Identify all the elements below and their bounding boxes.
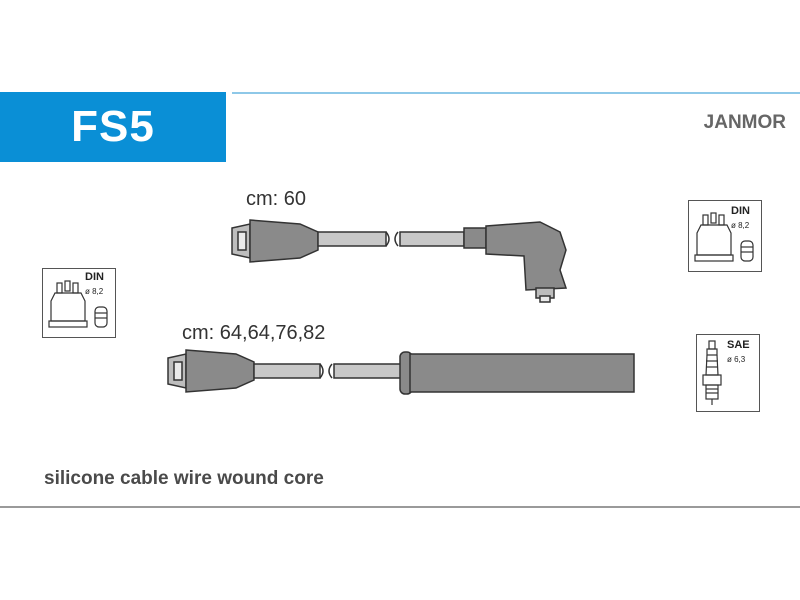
sae-label: SAE: [727, 339, 750, 351]
distributor-cap-icon: [694, 212, 754, 262]
din-connector-left: DIN ø 8,2: [42, 268, 116, 338]
sae-diameter: ø 6,3: [727, 355, 746, 364]
din-label-left: DIN: [85, 271, 104, 283]
brand-name: JANMOR: [703, 112, 786, 133]
cable-2-drawing: [167, 349, 635, 395]
din-diameter-left: ø 8,2: [85, 287, 104, 296]
cable-description: silicone cable wire wound core: [44, 468, 324, 489]
distributor-cap-icon: [48, 280, 108, 328]
din-diameter-right: ø 8,2: [731, 221, 750, 230]
din-connector-right: DIN ø 8,2: [688, 200, 762, 272]
header-divider: [232, 92, 800, 94]
sae-connector: SAE ø 6,3: [696, 334, 760, 412]
cable-1-length: cm: 60: [246, 188, 307, 210]
product-code: FS5: [71, 102, 155, 151]
cable-2-length: cm: 64,64,76,82: [182, 322, 326, 344]
footer-divider: [0, 506, 800, 508]
cable-1-drawing: [231, 219, 568, 303]
product-code-badge: FS5: [0, 92, 226, 162]
din-label-right: DIN: [731, 205, 750, 217]
spark-plug-icon: [702, 340, 722, 405]
